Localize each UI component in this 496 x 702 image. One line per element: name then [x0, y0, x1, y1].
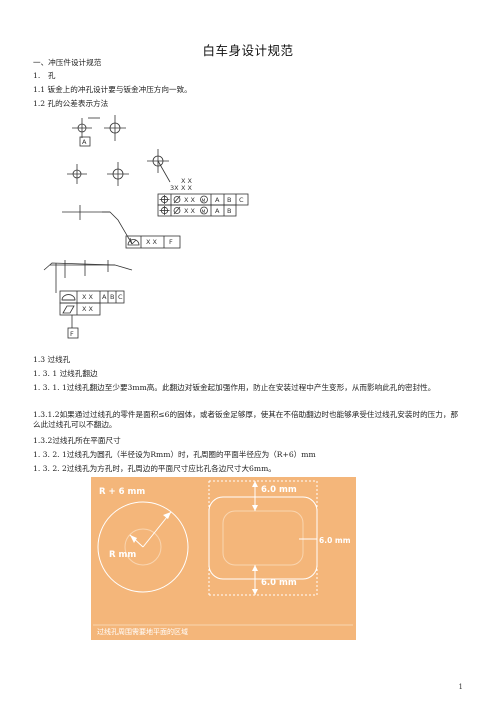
heading-plane-size: 1.3.2过线孔所在平面尺寸	[33, 436, 121, 445]
outer-plane-rect	[208, 496, 318, 580]
frame4-datum-a: A	[102, 293, 107, 301]
frame3-tolerance: X X	[146, 238, 158, 246]
rule-1-1: 1.1 钣金上的冲孔设计要与钣金冲压方向一致。	[33, 85, 192, 94]
label-outer-radius: R + 6 mm	[99, 487, 145, 497]
frame4-datum-b: B	[110, 293, 114, 301]
feature-control-frame-2	[157, 204, 237, 217]
wire-hole-plane-figure: R + 6 mm R mm 6.0 mm 6.0 mm 6.0 mm 过线孔周围…	[91, 477, 356, 640]
dim-xx-top: X X	[181, 177, 193, 185]
diameter-icon	[173, 196, 181, 203]
heading-holes: 1. 孔	[33, 71, 56, 80]
frame2-tolerance: X X	[184, 207, 196, 215]
outer-circle	[97, 501, 189, 593]
rule-1-3-2-1: 1. 3. 2. 1过线孔为圆孔（半径设为Rmm）时，孔周圈的平面半径应为（R+…	[33, 450, 316, 459]
feature-control-frame-3	[125, 235, 181, 249]
label-dim-top: 6.0 mm	[261, 485, 297, 495]
page-number: 1	[458, 683, 463, 691]
arrow-head	[130, 535, 137, 543]
datum-f-box	[67, 327, 79, 339]
mmc-icon	[200, 206, 208, 215]
count-label: 3X	[170, 184, 179, 192]
frame5-tolerance: X X	[82, 305, 94, 313]
feature-control-frame-5	[59, 302, 101, 316]
label-dim-bottom: 6.0 mm	[261, 578, 297, 588]
frame4-datum-c: C	[118, 293, 123, 301]
frame4-tolerance: X X	[82, 293, 94, 301]
frame2-mmc: M	[202, 209, 206, 215]
arrow-head	[163, 512, 171, 519]
heading-wire-hole: 1.3 过线孔	[33, 355, 71, 364]
frame1-mmc: M	[202, 198, 206, 204]
frame2-datum-a: A	[215, 207, 220, 215]
rule-1-2: 1.2 孔的公差表示方法	[33, 99, 109, 108]
frame2-datum-b: B	[227, 207, 231, 215]
datum-a-label: A	[82, 138, 87, 146]
label-dim-right: 6.0 mm	[319, 536, 351, 545]
label-inner-radius: R mm	[109, 550, 136, 560]
document-title: 白车身设计规范	[202, 43, 294, 58]
profile-surface-icon	[61, 294, 76, 301]
dim-xx-bottom: X X	[181, 184, 193, 192]
mmc-icon	[200, 195, 208, 204]
square-hole-rect	[222, 510, 304, 566]
rule-1-3-1-1: 1. 3. 1. 1过线孔翻边至少要3mm高。此翻边对钣金起加强作用，防止在安装…	[33, 383, 436, 392]
outer-radius-line	[142, 511, 172, 548]
figure-caption: 过线孔周围需要地平面的区域	[97, 627, 188, 636]
frame1-datum-a: A	[215, 196, 220, 204]
section-heading-stamping: 一、冲压件设计规范	[33, 58, 102, 67]
inner-circle	[124, 528, 162, 566]
tolerance-notation-figure: A 3X X X X X X X M A B C X X M A B X X F…	[43, 115, 249, 339]
frame3-datum-f: F	[169, 238, 173, 246]
frame1-tolerance: X X	[184, 196, 196, 204]
frame1-datum-c: C	[239, 196, 244, 204]
datum-a-box	[79, 136, 91, 147]
flatness-icon	[62, 305, 75, 314]
frame1-datum-b: B	[227, 196, 231, 204]
rule-1-3-2-2: 1. 3. 2. 2过线孔为方孔时，孔周边的平面尺寸应比孔各边尺寸大6mm。	[33, 464, 276, 473]
rule-1-3-1-2: 1.3.1.2如果通过过线孔的零件是面积≤6的固体，或者钣金足够厚，使其在不倍助…	[33, 410, 459, 429]
profile-surface-icon	[127, 239, 140, 246]
diameter-icon	[173, 207, 181, 214]
datum-f-label: F	[70, 330, 74, 338]
heading-wire-hole-flange: 1. 3. 1 过线孔翻边	[33, 369, 98, 378]
